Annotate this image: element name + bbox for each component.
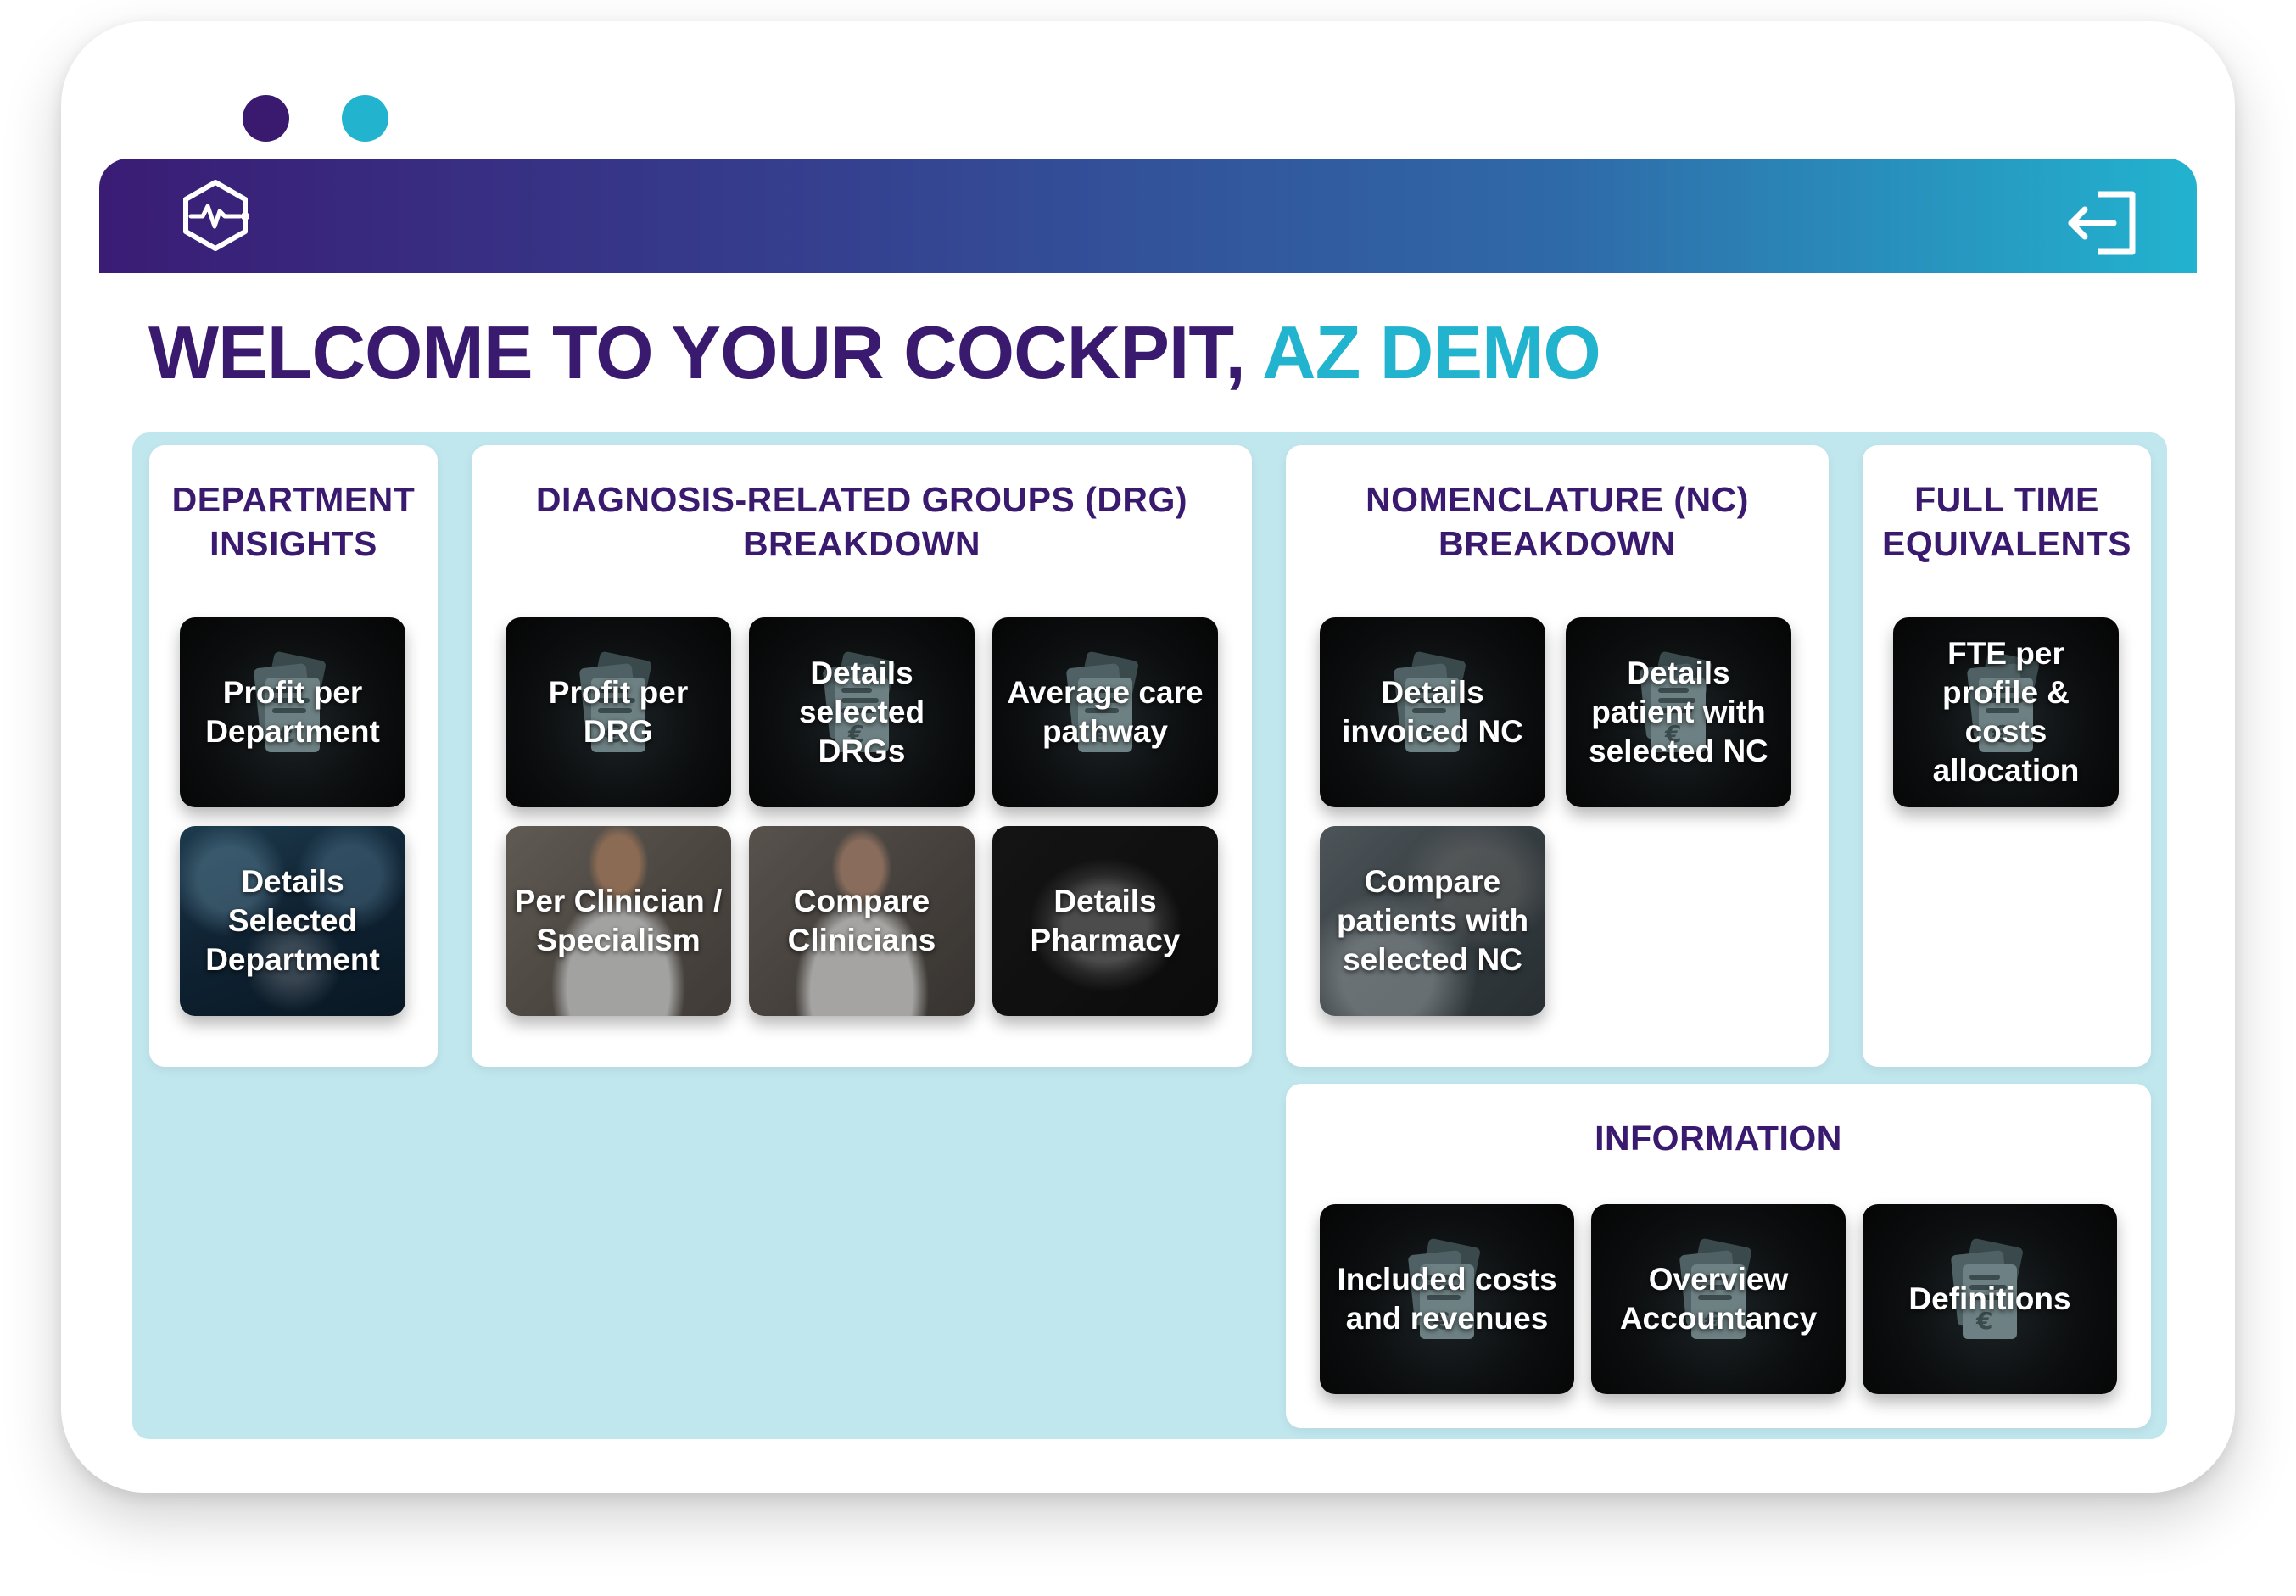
- tile-profit-per-department[interactable]: Profit per Department: [180, 617, 405, 807]
- tile-fte-per-profile-costs-allocation[interactable]: FTE per profile & costs allocation: [1893, 617, 2119, 807]
- tile-label: Compare patients with selected NC: [1336, 864, 1529, 977]
- tile-label: Average care pathway: [1007, 675, 1204, 749]
- window-dot-teal: [342, 95, 388, 142]
- panel-drg-breakdown: DIAGNOSIS-RELATED GROUPS (DRG) BREAKDOWN…: [472, 445, 1252, 1067]
- panel-title: DEPARTMENT INSIGHTS: [171, 480, 416, 563]
- tile-definitions[interactable]: Definitions: [1863, 1204, 2117, 1394]
- tile-details-pharmacy[interactable]: Details Pharmacy: [992, 826, 1218, 1016]
- tile-label: Details patient with selected NC: [1589, 656, 1768, 768]
- tile-label: Overview Accountancy: [1619, 1262, 1818, 1336]
- tile-label: Included costs and revenues: [1337, 1262, 1557, 1336]
- tile-label: Compare Clinicians: [787, 884, 936, 957]
- tile-label: Details selected DRGs: [798, 656, 925, 768]
- welcome-text: WELCOME TO YOUR COCKPIT,: [148, 310, 1246, 394]
- panel-full-time-equivalents: FULL TIME EQUIVALENTS FTE per profile & …: [1863, 445, 2151, 1067]
- tile-label: Per Clinician / Specialism: [514, 884, 723, 957]
- tile-per-clinician-specialism[interactable]: Per Clinician / Specialism: [506, 826, 731, 1016]
- tile-label: Definitions: [1908, 1281, 2071, 1316]
- user-name: AZ DEMO: [1262, 310, 1601, 394]
- heartbeat-hexagon-icon[interactable]: [177, 177, 254, 254]
- tile-details-patient-with-selected-nc[interactable]: Details patient with selected NC: [1566, 617, 1791, 807]
- logout-icon[interactable]: [2064, 189, 2141, 257]
- panel-information: INFORMATION Included costs and revenues …: [1286, 1084, 2151, 1428]
- panel-title: FULL TIME EQUIVALENTS: [1881, 480, 2132, 563]
- tile-label: Details Selected Department: [205, 864, 380, 977]
- page-title: WELCOME TO YOUR COCKPIT, AZ DEMO: [148, 310, 1601, 394]
- tile-label: FTE per profile & costs allocation: [1932, 636, 2080, 788]
- panel-title: DIAGNOSIS-RELATED GROUPS (DRG) BREAKDOWN: [535, 480, 1188, 563]
- app-header: [99, 159, 2197, 273]
- tile-average-care-pathway[interactable]: Average care pathway: [992, 617, 1218, 807]
- panel-title: NOMENCLATURE (NC) BREAKDOWN: [1366, 480, 1749, 563]
- tile-overview-accountancy[interactable]: Overview Accountancy: [1591, 1204, 1846, 1394]
- panel-department-insights: DEPARTMENT INSIGHTS Profit per Departmen…: [149, 445, 438, 1067]
- tile-details-selected-department[interactable]: Details Selected Department: [180, 826, 405, 1016]
- tile-label: Profit per DRG: [548, 675, 689, 749]
- window-dot-purple: [243, 95, 289, 142]
- panel-nc-breakdown: NOMENCLATURE (NC) BREAKDOWN Details invo…: [1286, 445, 1829, 1067]
- tile-details-selected-drgs[interactable]: Details selected DRGs: [749, 617, 975, 807]
- tile-included-costs-and-revenues[interactable]: Included costs and revenues: [1320, 1204, 1574, 1394]
- dashboard: DEPARTMENT INSIGHTS Profit per Departmen…: [132, 432, 2167, 1439]
- tile-compare-clinicians[interactable]: Compare Clinicians: [749, 826, 975, 1016]
- tile-label: Details invoiced NC: [1342, 675, 1523, 749]
- tile-compare-patients-with-selected-nc[interactable]: Compare patients with selected NC: [1320, 826, 1545, 1016]
- tile-profit-per-drg[interactable]: Profit per DRG: [506, 617, 731, 807]
- tile-label: Details Pharmacy: [1030, 884, 1181, 957]
- tile-label: Profit per Department: [205, 675, 380, 749]
- panel-title: INFORMATION: [1595, 1119, 1842, 1158]
- tile-details-invoiced-nc[interactable]: Details invoiced NC: [1320, 617, 1545, 807]
